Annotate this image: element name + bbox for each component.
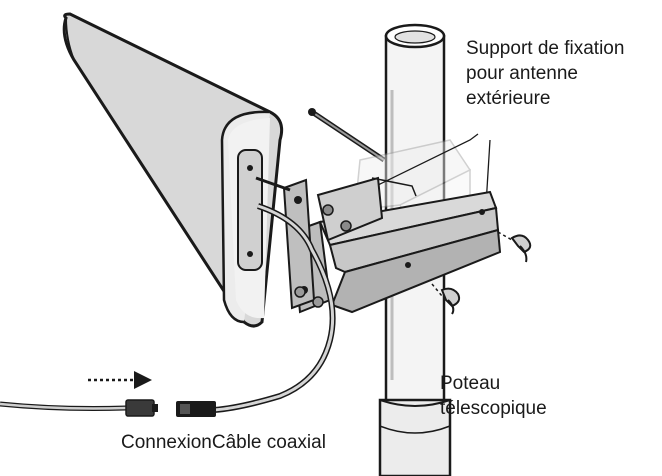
coaxial-cable (213, 203, 336, 413)
bracket-label-line3: extérieure (466, 88, 551, 109)
pole-label-line2: télescopique (440, 398, 547, 419)
wing-nut-icon (497, 231, 532, 263)
wing-nut-icon (431, 283, 461, 315)
dashed-arrow-icon (88, 371, 152, 389)
bracket-label-line1: Support de fixation (466, 38, 625, 59)
pole-label: Poteau télescopique (440, 371, 547, 421)
antenna-side-connector (176, 401, 216, 417)
pole-label-line1: Poteau (440, 373, 501, 394)
clamp-plate (316, 176, 417, 242)
bracket-bolts (294, 286, 324, 308)
log-periodic-antenna (62, 12, 291, 328)
connection-label: ConnexionCâble coaxial (121, 432, 326, 453)
mounting-bracket (290, 190, 502, 314)
bracket-label: Support de fixation pour antenne extérie… (466, 36, 624, 111)
threaded-rod (308, 108, 386, 163)
building-side-cable (0, 399, 158, 417)
bracket-label-line2: pour antenne (466, 63, 578, 84)
